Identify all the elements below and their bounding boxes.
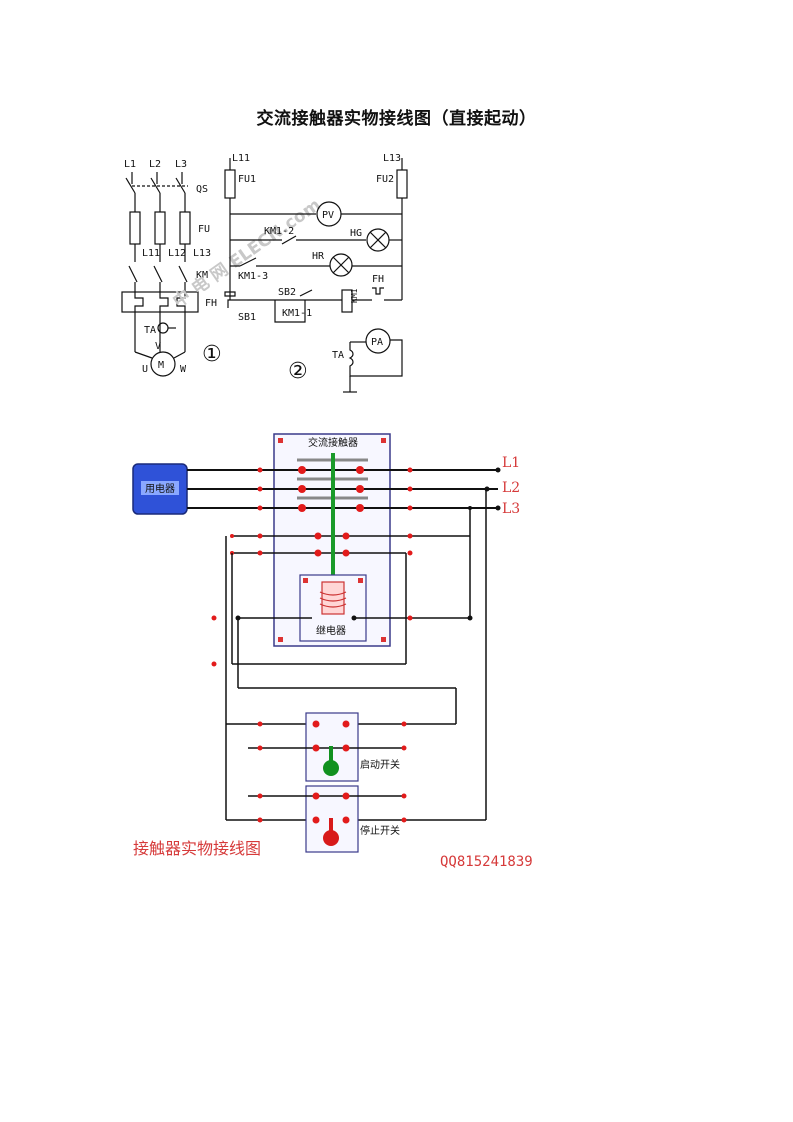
label-l1: L1 <box>124 159 136 170</box>
label-l11: L11 <box>142 248 160 259</box>
label-fh-ctrl: FH <box>372 274 384 285</box>
label-w: W <box>180 364 187 375</box>
label-fu2: FU2 <box>376 174 394 185</box>
label-l3: L3 <box>175 159 187 170</box>
diagram-number-1: ① <box>202 342 222 367</box>
label-hg: HG <box>350 228 362 239</box>
label-fu: FU <box>198 224 210 235</box>
label-ta-1: TA <box>144 325 156 336</box>
control-circuit-schematic: L11 L13 FU1 FU2 PV KM1-2 HG KM1-3 HR <box>224 153 408 393</box>
label-km1-3: KM1-3 <box>238 271 268 282</box>
wiring-caption: 接触器实物接线图 <box>133 839 261 858</box>
phase-label-l2: L2 <box>502 480 520 496</box>
contactor-label: 交流接触器 <box>308 436 358 449</box>
label-v: V <box>155 341 161 352</box>
label-fh: FH <box>205 298 217 309</box>
qq-number: QQ815241839 <box>440 854 533 870</box>
relay-label: 继电器 <box>316 624 346 637</box>
label-hr: HR <box>312 251 325 262</box>
start-switch-label: 启动开关 <box>360 758 400 771</box>
load-label: 用电器 <box>145 482 175 495</box>
schematic-diagrams: L1 L2 L3 QS FU L11 L12 L13 KM <box>121 153 408 393</box>
document-title: 交流接触器实物接线图（直接起动） <box>256 109 537 129</box>
label-km1-2: KM1-2 <box>264 226 294 237</box>
label-km1-1: KM1-1 <box>282 308 312 319</box>
label-sb2: SB2 <box>278 287 296 298</box>
label-l12: L12 <box>168 248 186 259</box>
relay-coil <box>321 581 345 615</box>
label-l13: L13 <box>193 248 211 259</box>
diagram-number-2: ② <box>288 359 308 384</box>
phase-label-l3: L3 <box>502 501 520 517</box>
stop-switch-label: 停止开关 <box>360 824 400 837</box>
label-km: KM <box>196 270 208 281</box>
label-qs: QS <box>196 184 208 195</box>
phase-label-l1: L1 <box>502 455 520 471</box>
start-button[interactable] <box>323 760 339 776</box>
label-km1-coil: KM1 <box>350 288 359 303</box>
main-terminals <box>257 466 413 512</box>
label-motor-m: M <box>158 360 164 371</box>
label-l2: L2 <box>149 159 161 170</box>
label-l13-ctrl: L13 <box>383 153 401 164</box>
label-pv: PV <box>322 210 334 221</box>
main-circuit-schematic: L1 L2 L3 QS FU L11 L12 L13 KM <box>121 159 222 377</box>
label-fu1: FU1 <box>238 174 256 185</box>
label-l11-ctrl: L11 <box>232 153 250 164</box>
label-ta-2: TA <box>332 350 344 361</box>
label-sb1: SB1 <box>238 312 256 323</box>
label-pa: PA <box>371 337 383 348</box>
label-u: U <box>142 364 148 375</box>
stop-button[interactable] <box>323 830 339 846</box>
